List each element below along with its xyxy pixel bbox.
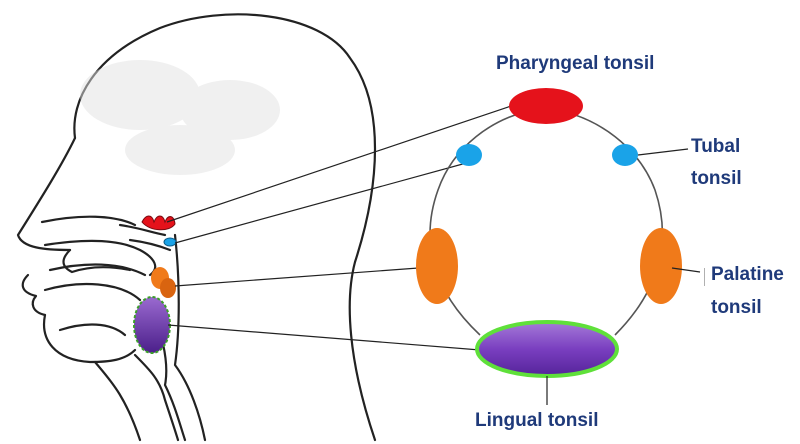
pharynx-back [175, 235, 205, 440]
tubal-tonsil-right [612, 144, 638, 166]
connector-palatine [175, 267, 432, 286]
lips [23, 275, 45, 315]
palatine-tonsil-right [640, 228, 682, 304]
neck-front [95, 362, 140, 440]
pointer-tubal [638, 149, 688, 155]
tubal-tonsil-label-line1: Tubal [691, 136, 740, 158]
lingual-tonsil-small [134, 297, 170, 353]
palatine-label-tick [704, 268, 705, 286]
lingual-tonsil [477, 322, 617, 376]
chin [44, 315, 135, 362]
waldeyer-ring [430, 108, 662, 335]
head-shading [80, 60, 280, 175]
palatine-tonsil-left [416, 228, 458, 304]
pharyngeal-tonsil-small [142, 216, 175, 230]
palate [45, 241, 155, 275]
tubal-tonsil-small [164, 238, 176, 246]
tongue-top [50, 265, 145, 275]
jaw [60, 325, 125, 335]
palatine-tonsil-label-line1: Palatine [711, 264, 784, 286]
head-outline [18, 14, 375, 440]
tubal-tonsil-left [456, 144, 482, 166]
pharyngeal-tonsil-label: Pharyngeal tonsil [496, 53, 654, 75]
palatine-tonsil-small [151, 267, 176, 298]
pharyngeal-tonsil [509, 88, 583, 124]
palatine-tonsil-label-line2: tonsil [711, 297, 762, 319]
tongue-body [45, 284, 140, 300]
lingual-tonsil-label: Lingual tonsil [475, 410, 599, 432]
upper-lip [64, 250, 131, 272]
nose [18, 138, 75, 250]
nasal-floor [42, 217, 135, 225]
connector-lingual [168, 325, 480, 350]
tubal-tonsil-label-line2: tonsil [691, 168, 742, 190]
connector-tubal [175, 162, 470, 243]
